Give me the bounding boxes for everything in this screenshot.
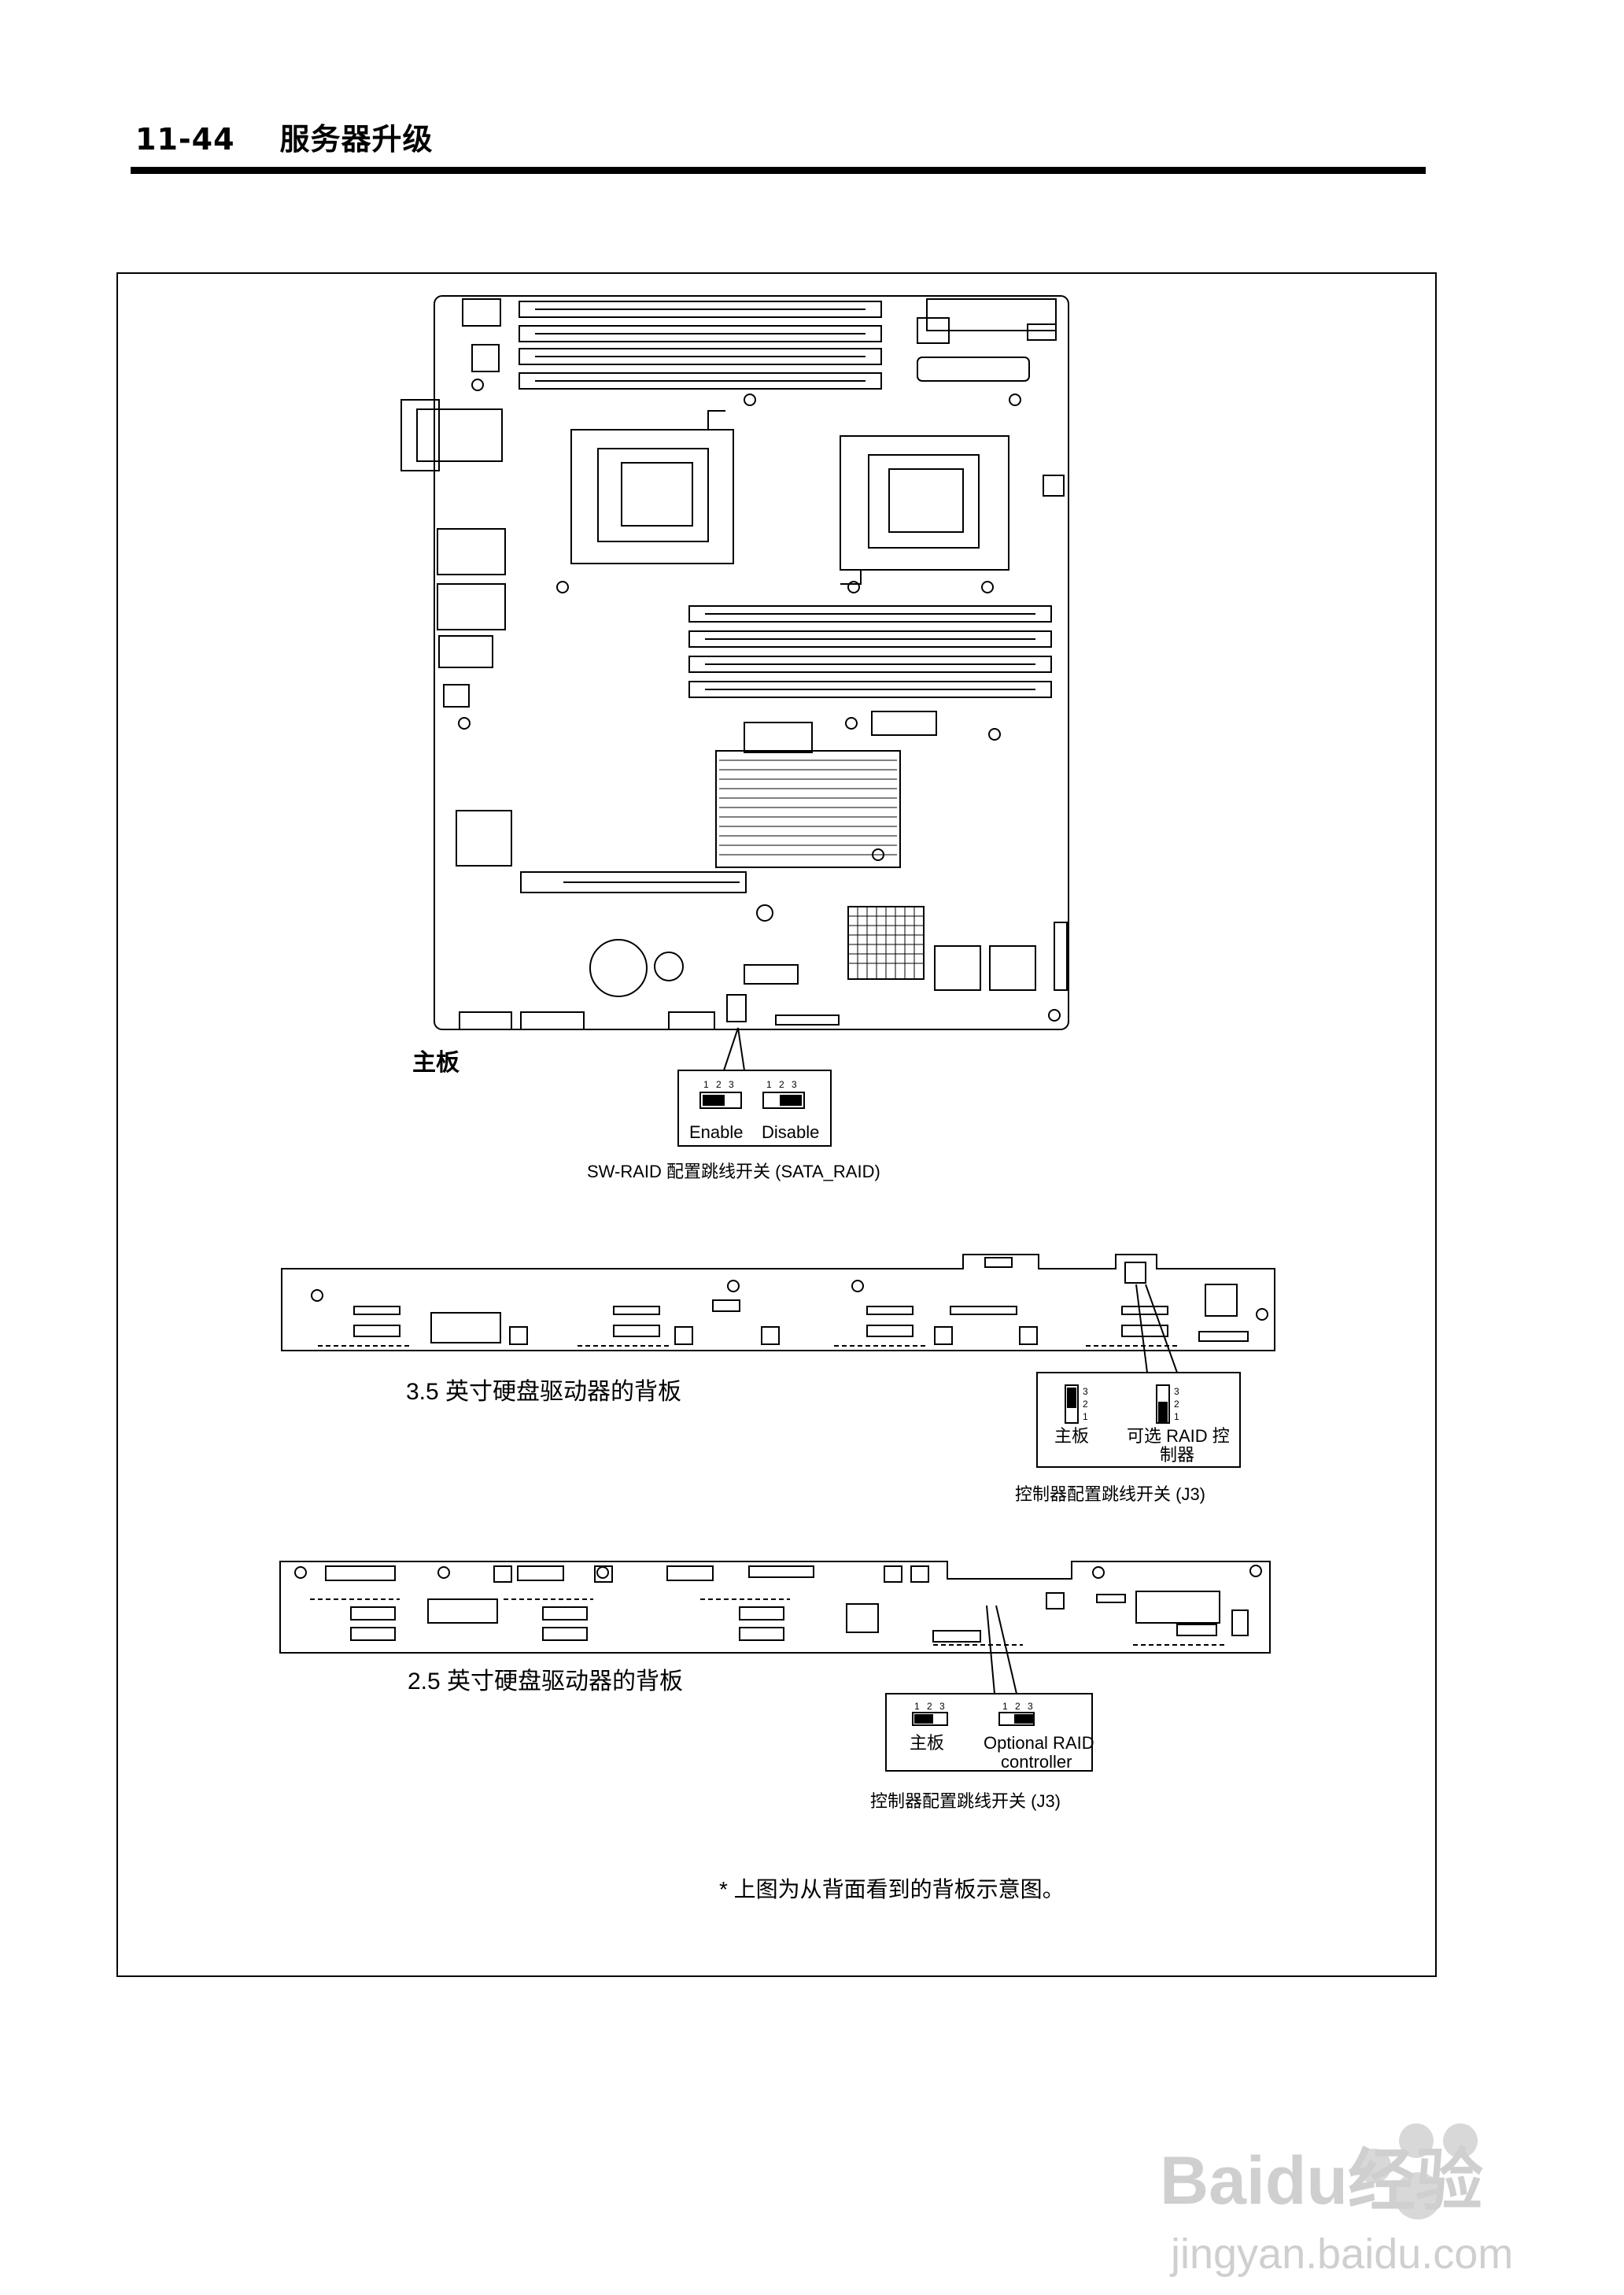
backplane-25-option-raid: Optional RAID [984,1733,1094,1753]
pin-number: 2 [779,1079,784,1090]
backplane-35-option-raid: 可选 RAID 控 [1127,1426,1230,1446]
backplane-35-label: 3.5 英寸硬盘驱动器的背板 [406,1379,681,1405]
pin-number: 2 [1174,1399,1179,1410]
page-number: 11-44 [135,122,235,157]
pin-number: 2 [927,1701,932,1712]
backplane-25-label: 2.5 英寸硬盘驱动器的背板 [408,1669,683,1694]
motherboard-caption: SW-RAID 配置跳线开关 (SATA_RAID) [587,1162,880,1181]
pin-number: 3 [939,1701,945,1712]
pin-number: 1 [914,1701,920,1712]
motherboard-label: 主板 [412,1050,460,1076]
watermark-url: jingyan.baidu.com [1169,2230,1513,2278]
pin-number: 3 [729,1079,734,1090]
pin-number: 1 [766,1079,772,1090]
backplane-25-option-raid-line2: controller [1001,1752,1072,1772]
backplane-35-drawing [281,1254,1275,1468]
header-rule [131,167,1426,174]
motherboard-drawing [400,295,1069,1147]
pin-number: 2 [1083,1399,1088,1410]
jumper-disable-label: Disable [762,1122,819,1142]
pin-number: 1 [703,1079,709,1090]
pin-number: 3 [1028,1701,1033,1712]
backplane-25-option-main: 主板 [910,1733,944,1753]
page-header: 11-44 服务器升级 [135,115,433,158]
jumper-disable-drawing [762,1092,805,1109]
jumper-enable-drawing [699,1092,742,1109]
pin-number: 3 [1083,1386,1088,1397]
pin-number: 3 [1174,1386,1179,1397]
watermark-brand: Baidu经验 [1160,2143,1483,2219]
pin-number: 2 [716,1079,722,1090]
pin-number: 1 [1083,1411,1088,1422]
pin-number: 3 [792,1079,797,1090]
baidu-jingyan-watermark: Baidu经验 jingyan.baidu.com [1160,2123,1513,2278]
chapter-title: 服务器升级 [279,122,434,157]
pin-number: 1 [1002,1701,1008,1712]
jumper-enable-label: Enable [689,1122,744,1142]
pin-number: 2 [1015,1701,1021,1712]
backplane-25-drawing [279,1561,1271,1772]
backplane-35-option-main: 主板 [1054,1426,1089,1446]
backplane-25-caption: 控制器配置跳线开关 (J3) [870,1791,1061,1811]
figure-frame [116,272,1437,1977]
footnote: * 上图为从背面看到的背板示意图。 [719,1877,1065,1901]
backplane-35-option-raid-line2: 制器 [1160,1445,1194,1465]
backplane-35-caption: 控制器配置跳线开关 (J3) [1015,1484,1205,1504]
pin-number: 1 [1174,1411,1179,1422]
